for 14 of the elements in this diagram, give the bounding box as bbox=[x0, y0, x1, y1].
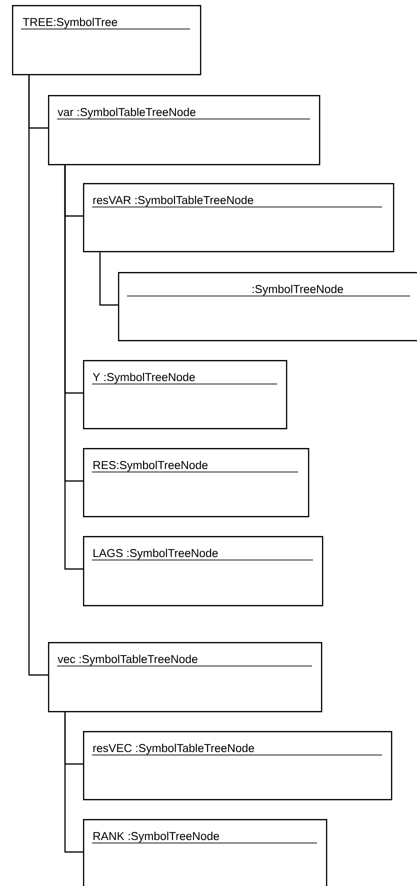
object-box: resVAR :SymbolTableTreeNode bbox=[83, 183, 394, 252]
object-box: resVEC :SymbolTableTreeNode bbox=[83, 731, 392, 800]
connector-line bbox=[28, 75, 48, 676]
object-box: Y :SymbolTreeNode bbox=[83, 360, 288, 430]
object-box: TREE:SymbolTree bbox=[12, 5, 202, 76]
object-box: RANK :SymbolTreeNode bbox=[83, 819, 328, 886]
object-box: RES:SymbolTreeNode bbox=[83, 448, 310, 518]
object-box: :SymbolTreeNode bbox=[118, 272, 417, 342]
object-box: var :SymbolTableTreeNode bbox=[48, 95, 320, 166]
object-box: vec :SymbolTableTreeNode bbox=[48, 642, 322, 712]
connector-line bbox=[64, 712, 83, 853]
connector-line bbox=[64, 165, 83, 570]
object-box: LAGS :SymbolTreeNode bbox=[83, 536, 324, 606]
connector-line bbox=[99, 252, 118, 306]
